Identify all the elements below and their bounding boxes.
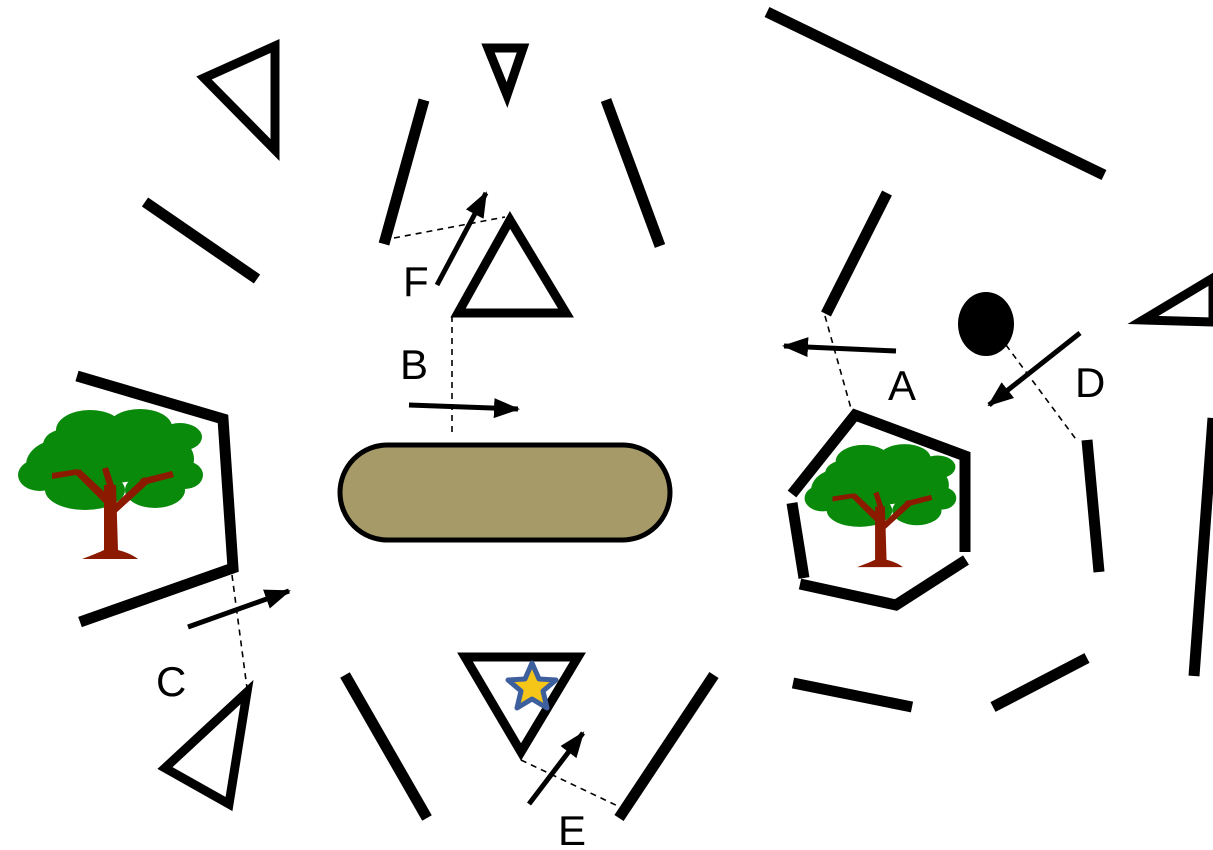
segment-right-upper bbox=[826, 193, 887, 314]
tree-left-icon bbox=[18, 409, 203, 559]
triangle-top-left bbox=[204, 46, 275, 150]
dash-f bbox=[394, 217, 505, 238]
segment-bottom-left bbox=[345, 675, 427, 818]
segment-top-right-slant bbox=[606, 100, 660, 246]
label-a: A bbox=[888, 362, 916, 409]
segment-bottom-right bbox=[619, 675, 714, 818]
label-e: E bbox=[558, 807, 586, 850]
dash-d bbox=[1006, 345, 1078, 442]
segment-top-left-slant bbox=[384, 100, 424, 244]
triangle-bottom-left bbox=[165, 692, 247, 804]
label-d: D bbox=[1075, 359, 1105, 406]
black-circle bbox=[958, 292, 1014, 356]
triangle-right-edge bbox=[1143, 278, 1213, 322]
dash-e bbox=[521, 760, 622, 808]
dash-c bbox=[232, 575, 247, 688]
triangle-center bbox=[458, 220, 566, 313]
segment-right-vertical bbox=[1087, 440, 1099, 572]
segment-top-right bbox=[767, 12, 1104, 175]
capsule bbox=[340, 445, 670, 540]
dash-a bbox=[825, 316, 852, 412]
arrow-b bbox=[409, 405, 518, 409]
triangle-top-small bbox=[488, 48, 523, 95]
segment-bottom-right-a bbox=[793, 683, 912, 707]
label-f: F bbox=[403, 258, 429, 305]
arrow-a bbox=[784, 346, 896, 351]
label-c: C bbox=[156, 658, 186, 705]
segment-far-right bbox=[1194, 418, 1213, 676]
segment-left-diag bbox=[145, 202, 257, 279]
label-b: B bbox=[400, 341, 428, 388]
hexagon-right-lower bbox=[792, 503, 804, 578]
segment-bottom-right-b bbox=[993, 658, 1087, 707]
tree-right-icon bbox=[805, 444, 957, 567]
arrow-e bbox=[529, 733, 583, 804]
